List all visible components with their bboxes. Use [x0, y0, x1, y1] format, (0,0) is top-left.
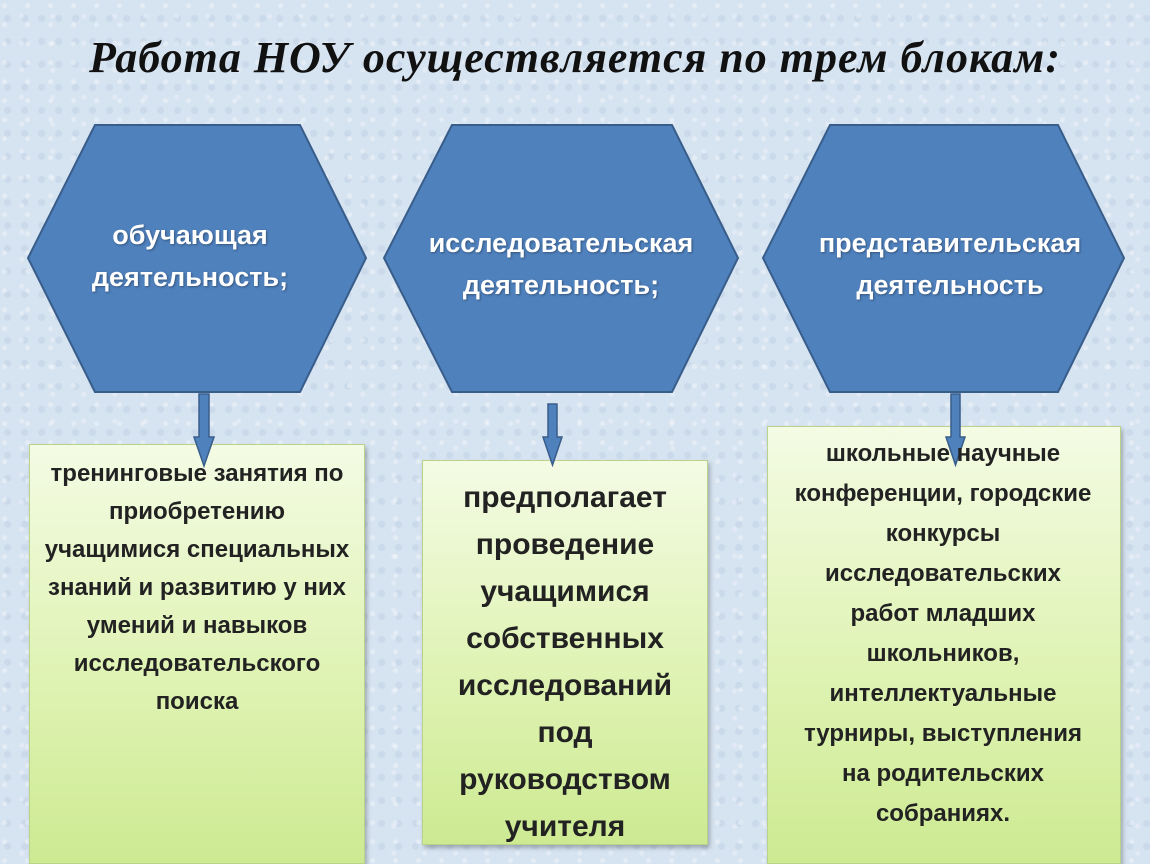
- block-3-heading-line2: деятельность: [856, 270, 1044, 300]
- page-title: Работа НОУ осуществляется по трем блокам…: [89, 33, 1061, 82]
- arrow-block-2: [541, 403, 564, 468]
- block-2-heading-line2: деятельность;: [462, 270, 660, 300]
- block-1-description: тренинговые занятия по приобретению учащ…: [44, 460, 350, 715]
- block-1-heading: обучающая деятельность;: [40, 214, 340, 298]
- block-2-heading-line1: исследовательская: [428, 228, 694, 258]
- block-3-description-box: [767, 426, 1121, 864]
- block-3-heading-line1: представительская: [818, 228, 1082, 258]
- block-1-heading-line2: деятельность;: [91, 262, 289, 292]
- hexagon-block-1: [26, 124, 368, 393]
- block-1-heading-line1: обучающая: [112, 220, 268, 250]
- arrow-block-3: [944, 393, 967, 468]
- arrow-block-1: [192, 393, 216, 469]
- block-2-description-box: [422, 460, 708, 845]
- block-3-description: школьные научные конференции, городские …: [794, 440, 1092, 827]
- block-2-description: предполагает проведение учащимися собств…: [457, 481, 673, 843]
- hexagon-block-3: [761, 124, 1126, 393]
- hexagon-block-2: [382, 124, 740, 393]
- block-2-heading: исследовательская деятельность;: [388, 222, 734, 306]
- block-3-heading: представительская деятельность: [775, 222, 1125, 306]
- block-1-description-box: [29, 444, 365, 864]
